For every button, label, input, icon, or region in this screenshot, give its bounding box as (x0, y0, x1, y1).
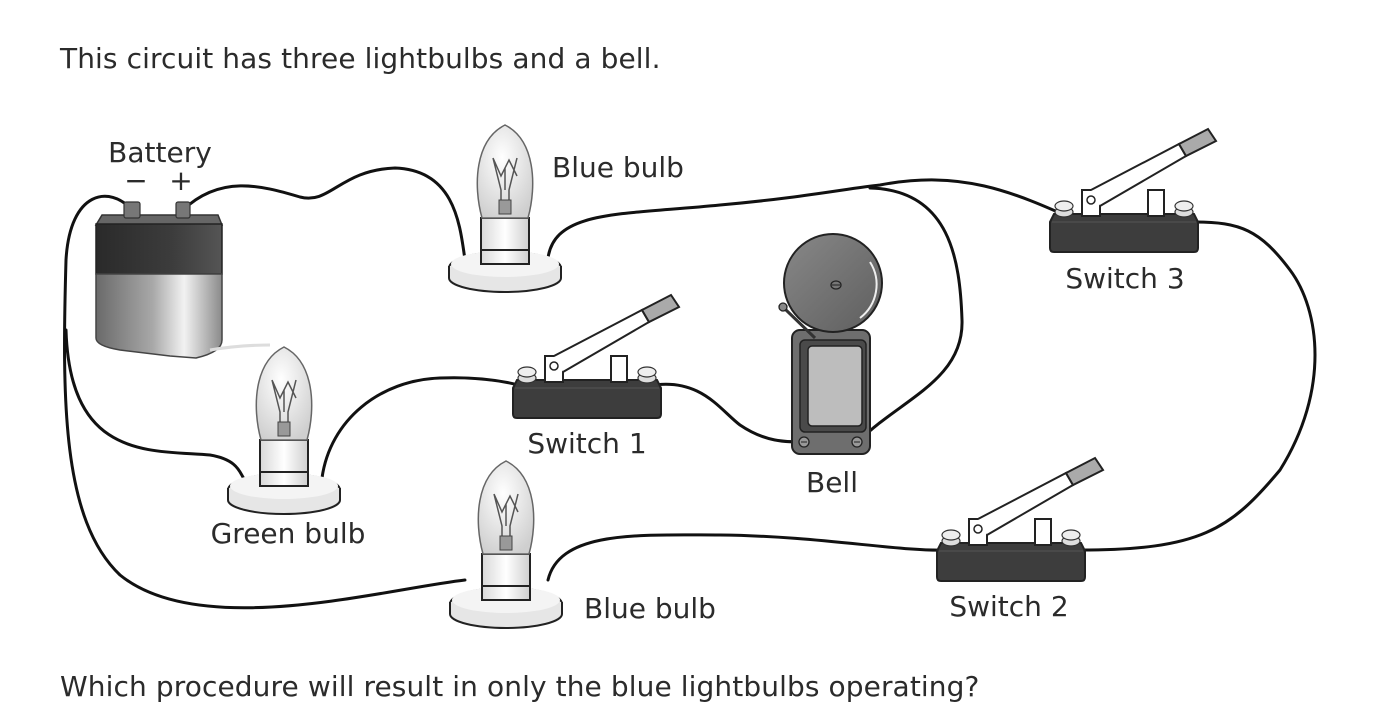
switch-1[interactable]: Switch 1 (512, 294, 680, 460)
wire-left-to-green-bulb (64, 328, 247, 482)
battery-label: Battery (108, 136, 212, 169)
wire-green-bulb-to-switch1 (320, 376, 532, 480)
blue-bulb-bottom-label: Blue bulb (584, 592, 716, 625)
wire-junction-to-bell (858, 186, 964, 442)
wire-switch2-to-switch3 (1078, 220, 1317, 552)
lightbulb-icon (448, 124, 562, 293)
switch-3[interactable]: Switch 3 (1049, 128, 1217, 295)
switch-1-label: Switch 1 (527, 427, 646, 460)
blue-bulb-top-label: Blue bulb (552, 151, 684, 184)
blue-bulb-top: Blue bulb (448, 124, 684, 293)
negative-sign: − (124, 164, 147, 197)
green-bulb: Green bulb (211, 346, 366, 550)
wire-switch1-to-bell (646, 382, 807, 444)
bell-icon (778, 233, 883, 455)
green-bulb-label: Green bulb (211, 517, 366, 550)
battery: Battery − + (94, 136, 271, 359)
switch-2-label: Switch 2 (949, 590, 1068, 623)
lightbulb-icon (227, 346, 341, 515)
question-text: Which procedure will result in only the … (60, 670, 980, 703)
bell-label: Bell (806, 466, 858, 499)
blue-bulb-bottom: Blue bulb (449, 460, 716, 629)
wire-battery-neg-to-bottom-bulb (63, 194, 467, 610)
bell: Bell (778, 233, 883, 499)
positive-sign: + (169, 164, 192, 197)
wire-battery-pos-to-top-bulb (181, 166, 467, 262)
positive-terminal (175, 201, 191, 219)
intro-text: This circuit has three lightbulbs and a … (60, 42, 661, 75)
knife-switch-icon[interactable] (1049, 128, 1217, 253)
knife-switch-icon[interactable] (512, 294, 680, 419)
switch-3-label: Switch 3 (1065, 262, 1184, 295)
wire-top-bulb-to-junction (546, 178, 1082, 260)
switch-2[interactable]: Switch 2 (936, 457, 1104, 623)
wire-bottom-bulb-to-switch2 (546, 533, 950, 582)
knife-switch-icon[interactable] (936, 457, 1104, 582)
negative-terminal (123, 201, 141, 219)
lightbulb-icon (449, 460, 563, 629)
wires (63, 166, 1317, 610)
